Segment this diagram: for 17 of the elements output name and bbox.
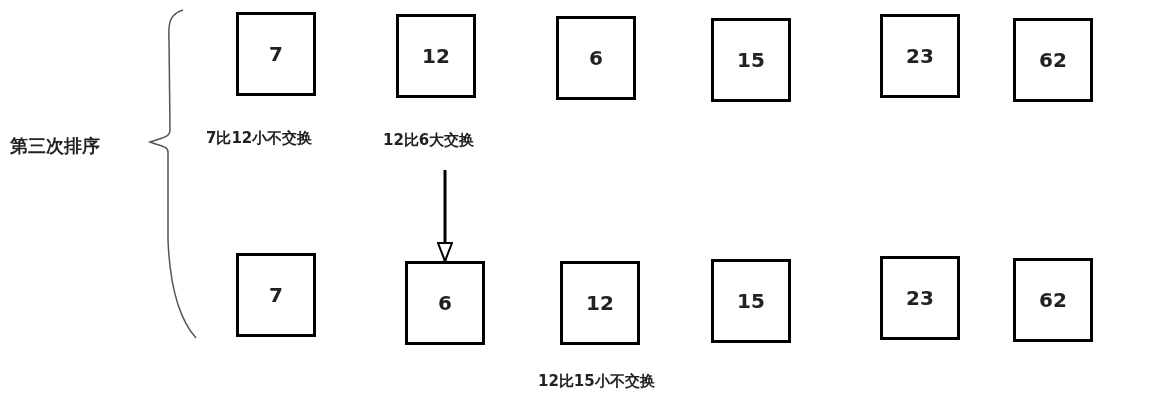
number-box: 12: [396, 14, 476, 98]
number-box: 62: [1013, 258, 1093, 342]
arrow: [437, 170, 453, 262]
number-box: 6: [405, 261, 485, 345]
number-box: 7: [236, 253, 316, 337]
number-box: 15: [711, 259, 791, 343]
number-box: 7: [236, 12, 316, 96]
step-label: 7比12小不交换: [206, 129, 313, 148]
number-box: 15: [711, 18, 791, 102]
step-label: 12比15小不交换: [538, 372, 655, 391]
number-box: 12: [560, 261, 640, 345]
number-box: 6: [556, 16, 636, 100]
number-box: 23: [880, 14, 960, 98]
number-box: 23: [880, 256, 960, 340]
step-label: 12比6大交换: [383, 131, 475, 150]
section-heading: 第三次排序: [10, 134, 100, 158]
number-box: 62: [1013, 18, 1093, 102]
